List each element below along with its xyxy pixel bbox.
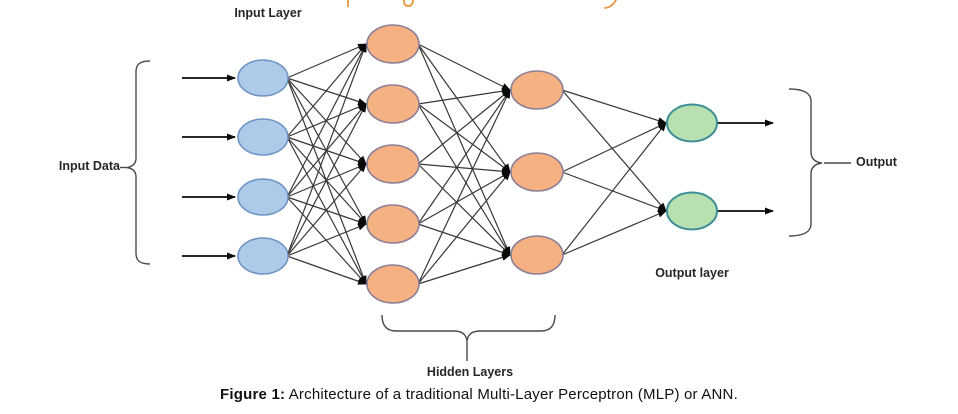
edge-line [286,43,367,198]
edge-line [417,171,511,225]
figure-caption-text: Architecture of a traditional Multi-Laye… [285,386,738,403]
edge-line [561,210,667,256]
hidden-layers-label: Hidden Layers [426,365,514,379]
edge-line [417,223,511,256]
edge-line [417,163,511,175]
hidden1-node [366,144,420,184]
input-data-label: Input Data [58,159,120,173]
hidden-layers-brace [381,314,556,361]
edge-line [417,89,511,165]
input-node [237,118,289,156]
input-layer-label: Input Layer [234,6,302,20]
input-node [237,237,289,275]
input-node [237,59,289,97]
edge-line [417,254,511,285]
connection-edges [286,43,667,285]
edge-line [417,103,511,173]
output-brace [788,88,823,237]
edge-line [417,87,511,105]
edge-line [417,171,511,285]
hidden1-node [366,264,420,304]
braces [120,60,851,361]
output-label: Output [856,155,897,169]
hidden2-node [510,152,564,192]
edge-line [286,103,367,257]
hidden1-node [366,84,420,124]
edge-line [286,43,367,79]
input-node [237,178,289,216]
edge-line [417,163,511,256]
edge-line [561,171,667,212]
input-data-brace [126,60,151,265]
io-arrows [182,74,774,260]
hidden1-node [366,204,420,244]
hidden2-node [510,70,564,110]
edge-line [417,103,511,256]
output-node [666,103,718,143]
figure-caption: Figure 1: Architecture of a traditional … [0,386,958,403]
edge-line [417,43,511,91]
edge-line [561,89,667,124]
output-node [666,191,718,231]
edge-line [417,43,511,173]
edge-line [561,122,667,173]
hidden2-node [510,235,564,275]
edge-line [286,43,367,257]
hidden1-node [366,24,420,64]
edge-line [286,163,367,257]
edge-line [286,43,367,138]
edge-line [417,89,511,285]
edge-line [561,122,667,256]
cropped-header-text-fragments [347,0,617,9]
edge-line [286,255,367,285]
output-layer-label: Output layer [655,266,729,280]
edge-line [417,43,511,256]
figure-caption-number: Figure 1: [220,386,286,403]
edge-line [417,89,511,225]
neuron-nodes [237,24,718,304]
edge-line [286,223,367,257]
edge-line [561,89,667,212]
